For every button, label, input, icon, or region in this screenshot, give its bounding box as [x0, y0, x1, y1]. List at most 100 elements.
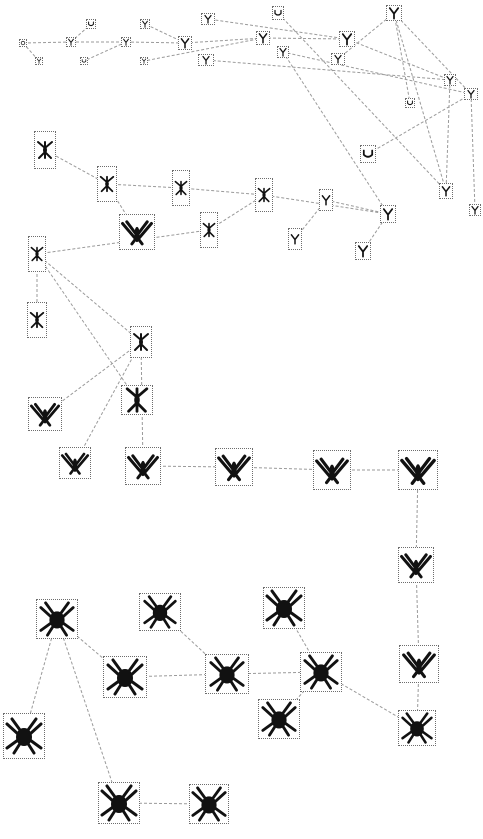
edge-n2-n10 — [84, 42, 126, 61]
node-n24 — [319, 189, 333, 211]
medium-insect-icon — [35, 132, 55, 168]
medium-insect-icon — [98, 167, 116, 201]
node-n10 — [80, 57, 88, 65]
node-n12 — [140, 57, 148, 65]
node-n19 — [464, 88, 478, 100]
node-n30 — [97, 166, 117, 202]
small-y-icon — [199, 55, 213, 65]
edge-n20-n23 — [283, 52, 388, 214]
large-wing-icon — [126, 448, 160, 484]
node-n47 — [263, 587, 305, 629]
small-cup-icon — [406, 99, 414, 107]
medium-insect-icon — [173, 171, 189, 205]
node-n8 — [35, 57, 43, 65]
tiny-y-icon — [440, 184, 452, 198]
edge-n52-n54 — [57, 619, 119, 803]
edge-n23-n24 — [326, 200, 388, 214]
node-n3 — [178, 36, 192, 50]
large-spider-icon — [99, 783, 139, 823]
node-n34 — [27, 302, 47, 338]
small-y-icon — [387, 6, 401, 20]
tiny-circle-icon — [20, 40, 26, 46]
edge-n5-n13 — [208, 19, 347, 39]
node-n29 — [200, 212, 218, 248]
tiny-y-icon — [122, 38, 130, 46]
tiny-y-icon — [340, 32, 354, 46]
medium-insect-icon — [122, 386, 152, 414]
large-spider-icon — [104, 657, 146, 697]
node-n44 — [399, 645, 439, 683]
node-n1 — [66, 37, 76, 47]
node-n33 — [28, 236, 46, 272]
large-wing-icon — [400, 646, 438, 682]
node-n18 — [405, 98, 415, 108]
edge-n19-n20 — [283, 52, 471, 94]
medium-insect-icon — [29, 237, 45, 271]
large-spider-icon — [264, 588, 304, 628]
large-spider-icon — [259, 700, 299, 738]
node-n51 — [103, 656, 147, 698]
medium-insect-icon — [201, 213, 217, 247]
edge-n2-n3 — [126, 42, 185, 43]
node-n9 — [86, 19, 96, 29]
edge-n16-n18 — [394, 13, 410, 103]
small-y-icon — [141, 20, 149, 28]
node-n28 — [172, 170, 190, 206]
small-y-icon — [278, 47, 288, 57]
large-spider-icon — [4, 714, 44, 758]
node-n53 — [3, 713, 45, 759]
large-wing-icon — [399, 548, 433, 582]
large-spider-icon — [140, 594, 180, 630]
large-spider-icon — [301, 653, 341, 691]
large-wing-icon — [120, 215, 154, 249]
node-n27 — [255, 178, 273, 212]
small-y-icon — [36, 58, 42, 64]
medium-y-icon — [289, 229, 301, 249]
medium-insect-icon — [131, 327, 151, 357]
edge-n28-n30 — [107, 184, 181, 188]
large-wing-icon — [216, 449, 252, 485]
medium-y-icon — [356, 243, 370, 259]
edge-n16-n19 — [394, 13, 471, 94]
node-n41 — [313, 450, 351, 490]
node-n4 — [256, 31, 270, 45]
node-n48 — [258, 699, 300, 739]
node-n49 — [205, 654, 249, 694]
node-n46 — [300, 652, 342, 692]
edge-n6-n14 — [206, 60, 450, 80]
large-spider-icon — [399, 711, 435, 745]
node-n7 — [439, 183, 453, 199]
node-n15 — [272, 6, 284, 20]
medium-y-icon — [381, 206, 395, 222]
node-n40 — [215, 448, 253, 486]
edge-n19-n21 — [471, 94, 475, 210]
node-n22 — [360, 145, 376, 163]
tiny-y-icon — [445, 75, 455, 85]
node-n38 — [59, 447, 91, 479]
tiny-y-icon — [257, 32, 269, 44]
edge-n33-n35 — [37, 254, 141, 342]
medium-y-icon — [320, 190, 332, 210]
node-n54 — [98, 782, 140, 824]
small-cup-icon — [361, 146, 375, 162]
large-wing-icon — [399, 451, 437, 489]
node-n37 — [28, 397, 62, 431]
node-n2 — [121, 37, 131, 47]
node-n50 — [139, 593, 181, 631]
edge-n6-n7 — [446, 80, 450, 191]
node-n0 — [19, 39, 27, 47]
edge-n33-n36 — [37, 254, 137, 400]
node-n14 — [198, 54, 214, 66]
node-n25 — [355, 242, 371, 260]
large-spider-icon — [206, 655, 248, 693]
node-n17 — [331, 53, 345, 65]
node-n16 — [386, 5, 402, 21]
edge-n27-n28 — [181, 188, 264, 195]
node-n20 — [277, 46, 289, 58]
edge-n0-n1 — [23, 42, 71, 43]
node-n31 — [34, 131, 56, 169]
large-wing-icon — [314, 451, 350, 489]
small-y-icon — [470, 205, 480, 215]
small-y-icon — [141, 58, 147, 64]
